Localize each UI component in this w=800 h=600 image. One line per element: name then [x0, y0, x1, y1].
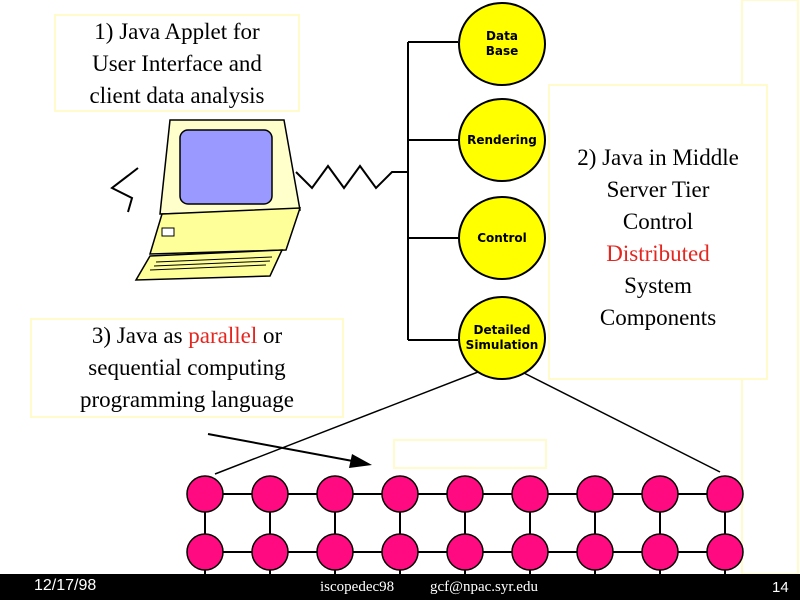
node-control: Control [458, 196, 546, 280]
grid-node [381, 475, 419, 513]
middle-line-1: 2) Java in Middle [577, 145, 739, 170]
grid-node [251, 533, 289, 571]
middle-line-4: Distributed [606, 241, 710, 266]
middle-line-6: Components [599, 305, 717, 330]
node-database-label: Data Base [485, 29, 519, 58]
grid-node [511, 475, 549, 513]
grid-node [576, 533, 614, 571]
grid-node [446, 475, 484, 513]
footer-bar: 12/17/98 iscopedec98 gcf@npac.syr.edu 14 [0, 574, 800, 600]
grid-node [186, 475, 224, 513]
parallel-word: parallel [188, 323, 258, 348]
parallel-line-1: 3) Java as parallel or [32, 320, 342, 352]
applet-box: 1) Java Applet for User Interface and cl… [54, 14, 300, 112]
computer-icon [134, 119, 302, 281]
face-icon [110, 167, 139, 213]
footer-email: gcf@npac.syr.edu [430, 579, 538, 595]
middle-line-3: Control [622, 209, 694, 234]
middle-line-2: Server Tier [606, 177, 710, 202]
node-simulation-label: Detailed Simulation [465, 323, 539, 352]
grid-node [576, 475, 614, 513]
parallel-line-2: sequential computing [88, 355, 286, 380]
footer-page: 14 [772, 579, 789, 596]
middle-line-5: System [624, 273, 692, 298]
node-simulation: Detailed Simulation [458, 296, 546, 380]
tree-connector [407, 41, 458, 341]
applet-line-3: client data analysis [89, 83, 265, 108]
grid-node [641, 475, 679, 513]
applet-line-1: 1) Java Applet for [94, 19, 260, 44]
footer-date: 12/17/98 [34, 577, 97, 594]
grid-node [706, 475, 744, 513]
grid-node [446, 533, 484, 571]
parallel-prefix: 3) Java as [91, 323, 189, 348]
footer-event: iscopedec98 [320, 579, 395, 595]
grid-node [641, 533, 679, 571]
arrow-icon [207, 433, 372, 468]
processor-grid [186, 475, 744, 574]
grid-node [706, 533, 744, 571]
node-rendering-label: Rendering [467, 132, 537, 147]
middle-tier-box: 2) Java in Middle Server Tier Control Di… [548, 84, 768, 380]
grid-node [511, 533, 549, 571]
parallel-box: 3) Java as parallel or sequential comput… [30, 318, 344, 418]
node-control-label: Control [477, 230, 527, 245]
node-database: Data Base [458, 2, 546, 86]
parallel-line-3: programming language [80, 387, 294, 412]
grid-node [316, 533, 354, 571]
parallel-suffix: or [257, 323, 283, 348]
grid-node [186, 533, 224, 571]
grid-node [251, 475, 289, 513]
zigzag-connection-icon [295, 164, 408, 190]
grid-node [316, 475, 354, 513]
grid-node [381, 533, 419, 571]
applet-line-2: User Interface and [92, 51, 262, 76]
node-rendering: Rendering [458, 98, 546, 182]
